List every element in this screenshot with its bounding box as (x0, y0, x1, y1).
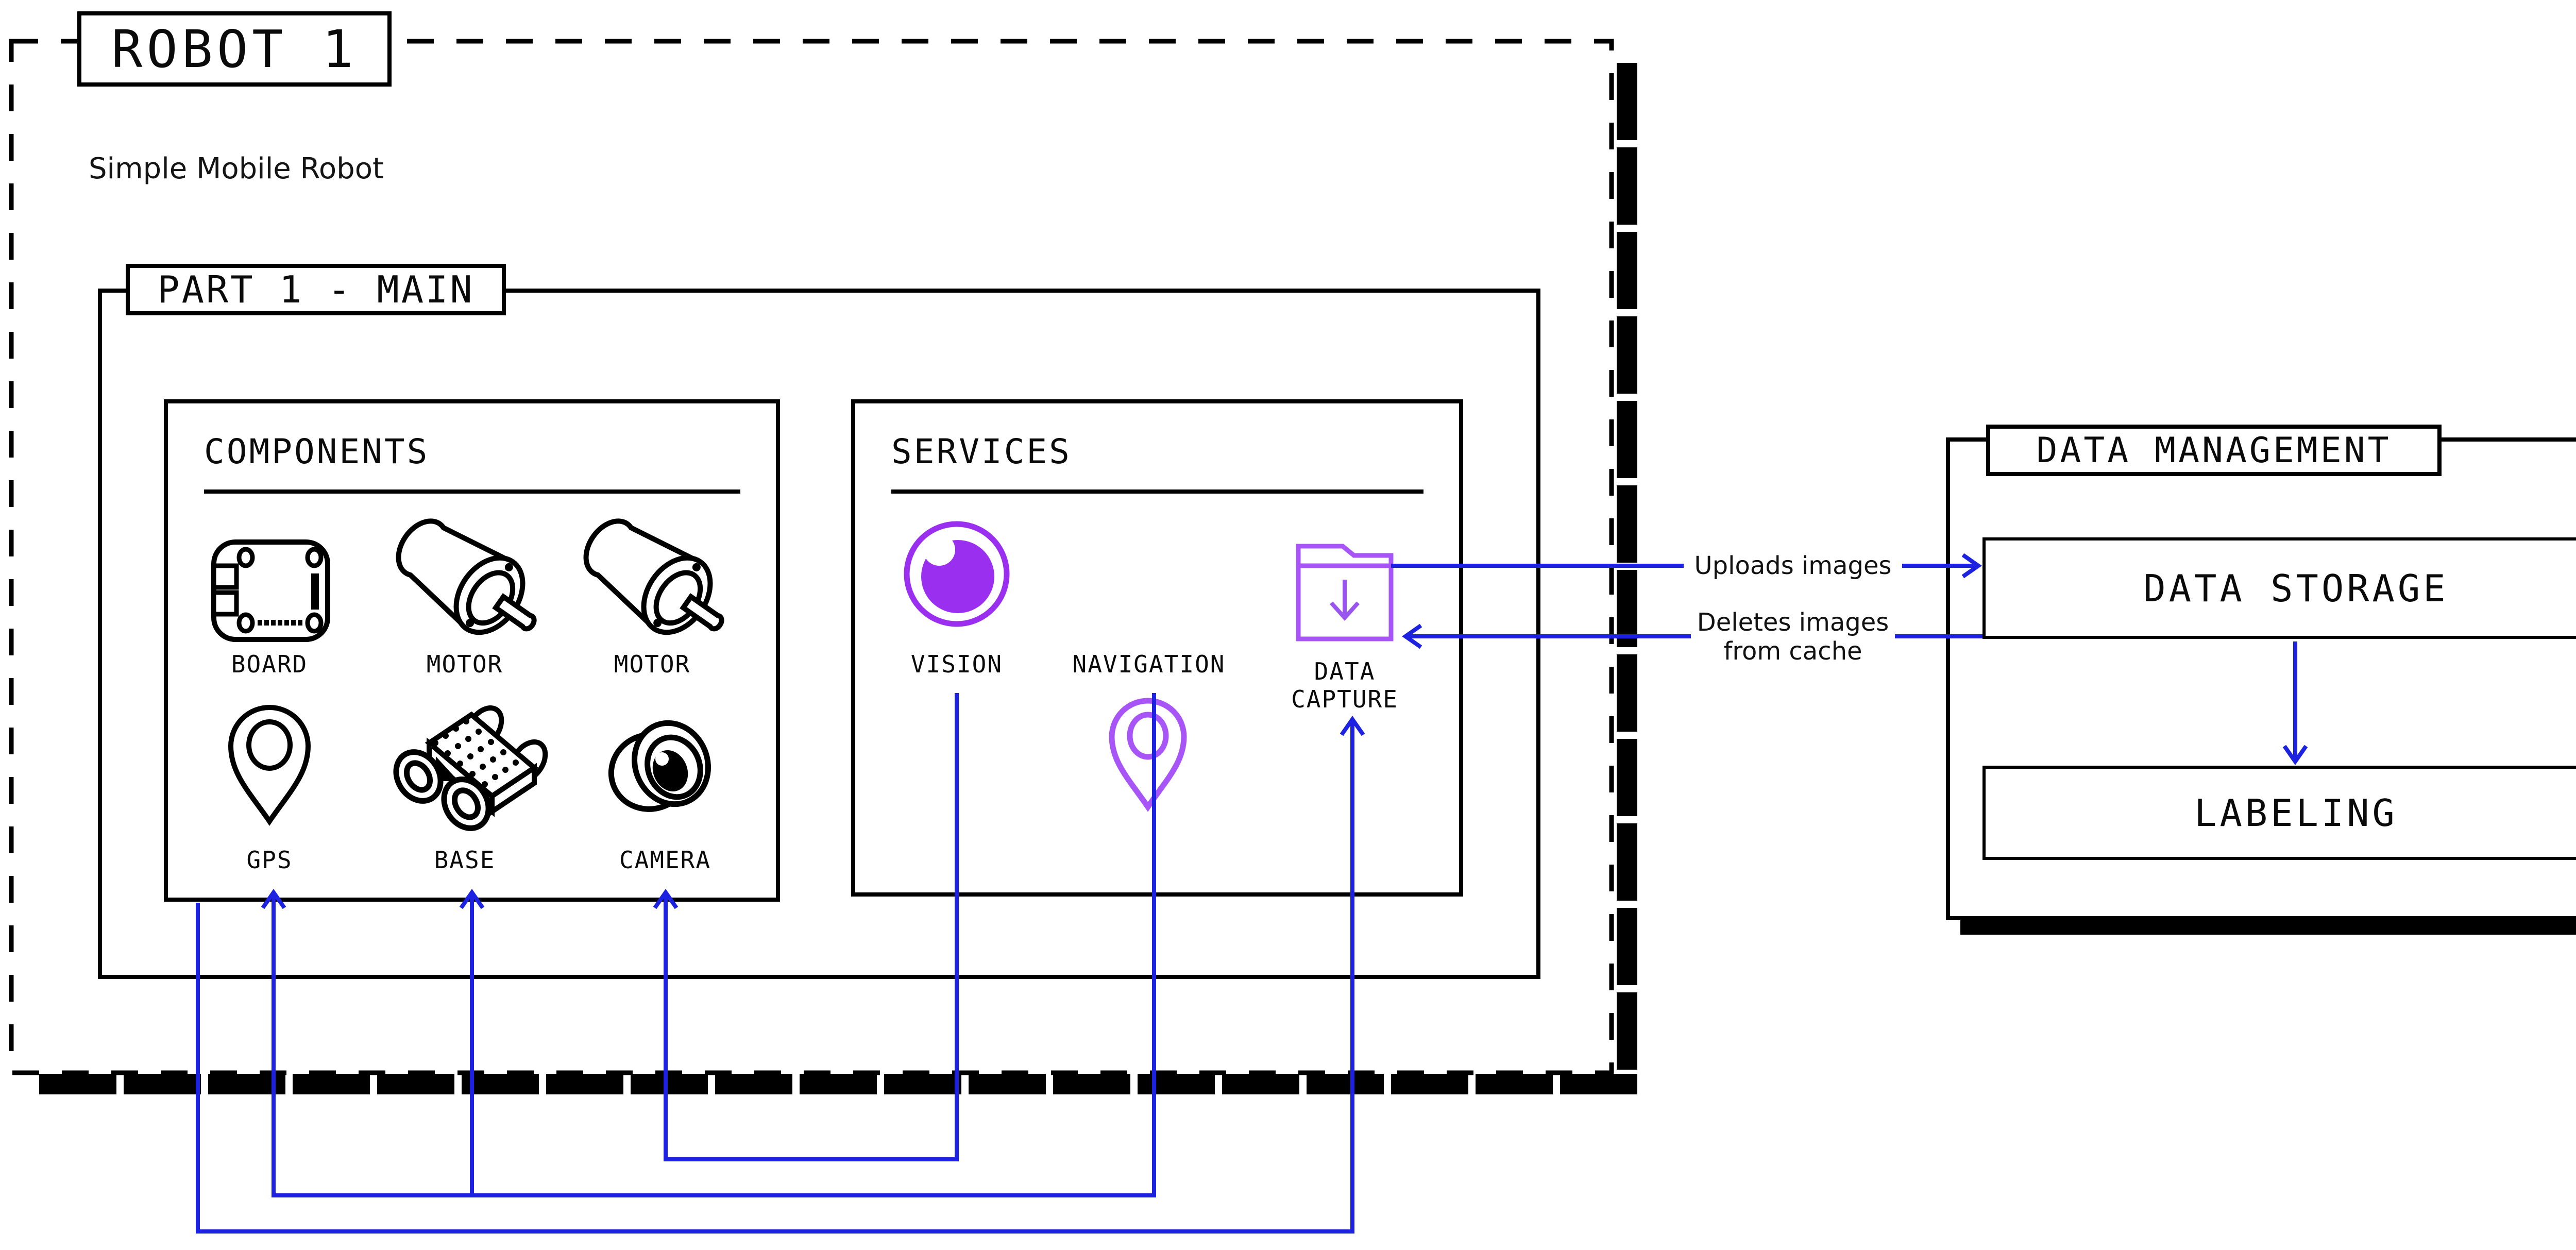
component-label-motor-2: MOTOR (614, 650, 691, 678)
component-label-motor-1: MOTOR (426, 650, 503, 678)
component-label-base: BASE (434, 846, 496, 874)
component-label-board: BOARD (231, 650, 308, 678)
robot-subtitle: Simple Mobile Robot (89, 152, 384, 185)
data-management-title-box: DATA MANAGEMENT (1986, 425, 2442, 476)
labeling-label: LABELING (2194, 791, 2398, 835)
services-title: SERVICES (891, 432, 1072, 471)
uploads-images-label: Uploads images (1684, 547, 1902, 585)
component-label-gps: GPS (246, 846, 293, 874)
service-label-vision: VISION (910, 650, 1003, 678)
deletes-images-label: Deletes images from cache (1691, 606, 1895, 667)
part1-title-box: PART 1 - MAIN (126, 264, 506, 315)
components-title-rule (204, 489, 740, 494)
data-storage-label: DATA STORAGE (2143, 566, 2449, 610)
data-storage-box: DATA STORAGE (1982, 537, 2576, 639)
components-title: COMPONENTS (204, 432, 430, 471)
service-label-data-capture: DATA CAPTURE (1291, 657, 1398, 713)
data-management-title: DATA MANAGEMENT (2036, 430, 2392, 471)
component-label-camera: CAMERA (619, 846, 711, 874)
part1-title: PART 1 - MAIN (157, 268, 474, 311)
services-title-rule (891, 489, 1423, 494)
robot-title-box: ROBOT 1 (77, 11, 392, 87)
services-box (851, 399, 1463, 897)
service-label-navigation: NAVIGATION (1072, 650, 1226, 678)
robot-title: ROBOT 1 (111, 19, 358, 79)
labeling-box: LABELING (1982, 766, 2576, 860)
